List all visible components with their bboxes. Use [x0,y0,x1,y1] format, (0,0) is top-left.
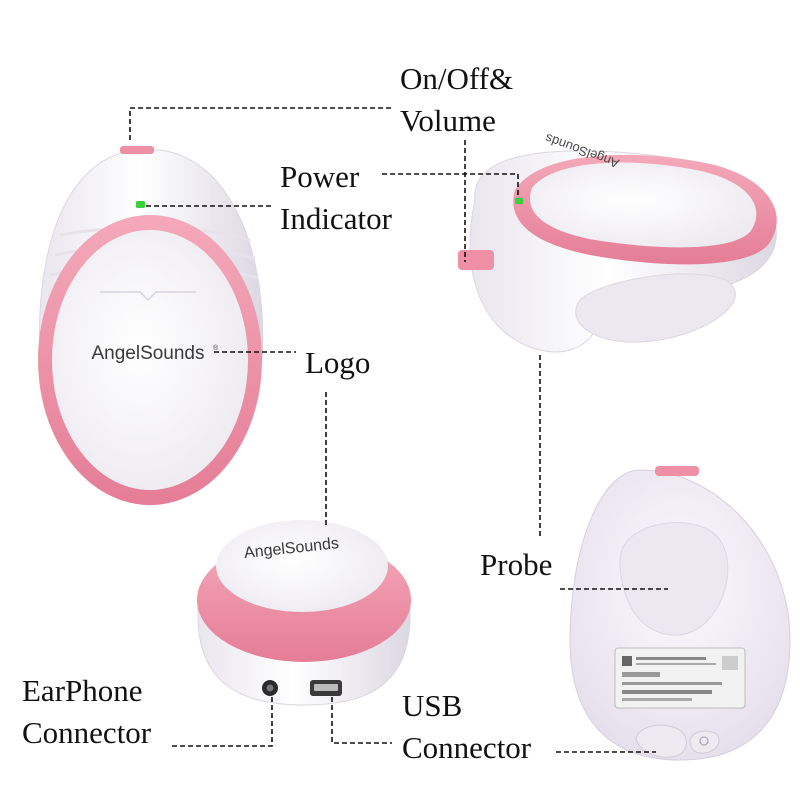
leader-power-indicator-side [382,173,519,198]
svg-text:AngelSounds: AngelSounds [91,343,204,364]
device-back-view [569,466,791,761]
leader-lines [129,107,668,753]
label-usb-connector-line1: USB [402,688,463,723]
leader-on-off-volume-front [129,107,393,140]
device-bottom-view: AngelSounds [197,520,411,706]
label-power-indicator-line2: Indicator [280,201,392,236]
label-logo-text: Logo [305,345,371,380]
label-power-indicator: Power Indicator [280,156,392,240]
label-usb-connector: USB Connector [402,685,531,769]
device-front-view: AngelSounds ® [38,146,264,506]
label-probe: Probe [480,544,552,586]
label-power-indicator-line1: Power [280,159,360,194]
label-on-off-volume-line2: Volume [400,103,496,138]
leader-earphone [172,697,273,747]
label-on-off-volume: On/Off& Volume [400,58,513,142]
label-usb-connector-line2: Connector [402,730,532,765]
label-on-off-volume-line1: On/Off& [400,61,514,96]
leader-usb [331,697,392,744]
device-side-view: AngelSounds [458,131,777,353]
label-earphone-connector-line2: Connector [22,715,152,750]
label-earphone-connector: EarPhone Connector [22,670,151,754]
label-logo: Logo [305,342,370,384]
label-earphone-connector-line1: EarPhone [22,673,143,708]
svg-text:®: ® [213,344,219,352]
label-probe-text: Probe [480,547,553,582]
